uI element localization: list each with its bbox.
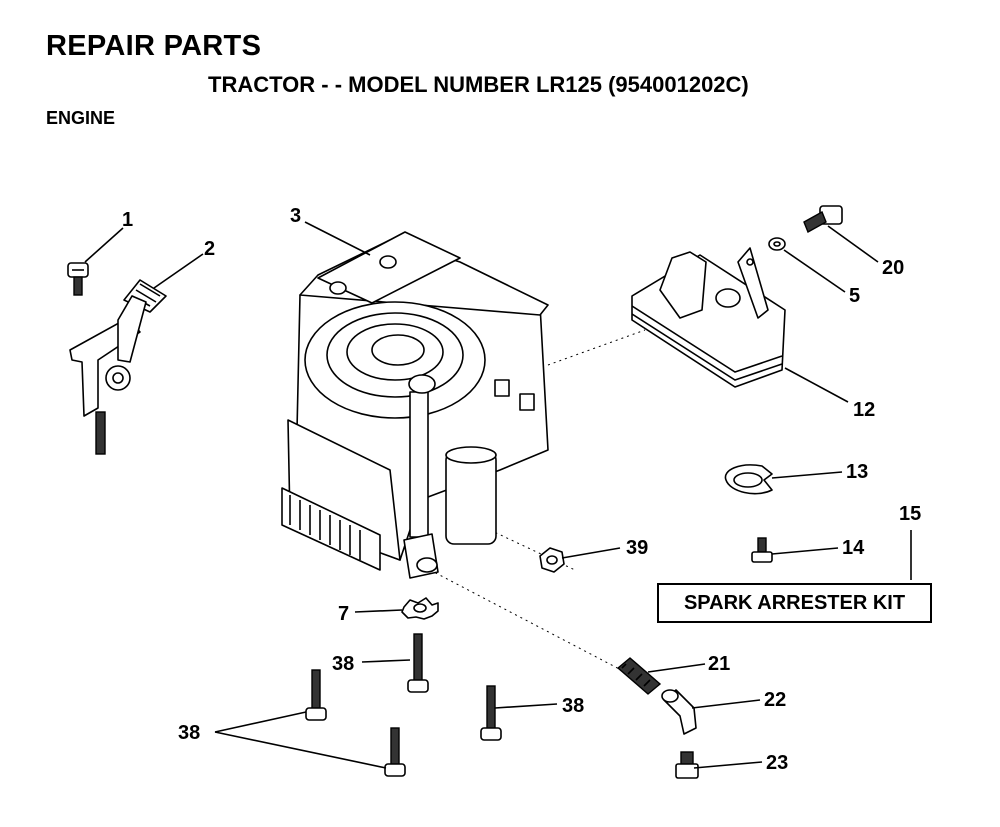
callout-38-a: 38 bbox=[332, 653, 354, 675]
part-38-bolt-3 bbox=[480, 685, 502, 741]
part-23-plug bbox=[675, 751, 699, 779]
callout-numbers: 1 2 3 20 5 12 13 15 14 39 7 38 38 38 21 … bbox=[122, 205, 921, 774]
callout-20: 20 bbox=[882, 257, 904, 279]
callout-39: 39 bbox=[626, 537, 648, 559]
callout-21: 21 bbox=[708, 653, 730, 675]
part-38-bolt-4 bbox=[384, 727, 406, 777]
section-label: ENGINE bbox=[46, 108, 116, 128]
part-20-bolt bbox=[803, 205, 843, 233]
part-13-spark-arrester-screen bbox=[724, 464, 773, 495]
part-39-nut bbox=[539, 547, 565, 573]
part-7-star-washer bbox=[401, 597, 439, 620]
callout-1: 1 bbox=[122, 209, 133, 231]
part-2-throttle-control bbox=[69, 279, 167, 455]
spark-arrester-kit-box: SPARK ARRESTER KIT bbox=[657, 583, 932, 623]
part-21-pipe-nipple bbox=[616, 657, 662, 695]
callout-12: 12 bbox=[853, 399, 875, 421]
callout-38-b: 38 bbox=[178, 722, 200, 744]
callout-5: 5 bbox=[849, 285, 860, 307]
part-1-bolt bbox=[67, 262, 89, 296]
part-14-screw bbox=[751, 537, 773, 563]
page-title: REPAIR PARTS bbox=[46, 30, 262, 62]
model-subtitle: TRACTOR - - MODEL NUMBER LR125 (95400120… bbox=[208, 72, 749, 97]
part-38-bolt-1 bbox=[407, 633, 429, 693]
callout-38-c: 38 bbox=[562, 695, 584, 717]
callout-14: 14 bbox=[842, 537, 865, 559]
callout-23: 23 bbox=[766, 752, 788, 774]
callout-13: 13 bbox=[846, 461, 868, 483]
callout-15: 15 bbox=[899, 503, 921, 525]
part-5-lock-washer bbox=[768, 237, 786, 251]
callout-22: 22 bbox=[764, 689, 786, 711]
part-3-engine bbox=[281, 231, 549, 579]
part-12-muffler bbox=[631, 247, 786, 388]
callout-3: 3 bbox=[290, 205, 301, 227]
part-38-bolt-2 bbox=[305, 669, 327, 721]
spark-arrester-kit-label: SPARK ARRESTER KIT bbox=[683, 591, 906, 614]
part-22-elbow bbox=[661, 689, 697, 735]
callout-2: 2 bbox=[204, 238, 215, 260]
leader-lines bbox=[84, 221, 912, 769]
callout-7: 7 bbox=[338, 603, 349, 625]
